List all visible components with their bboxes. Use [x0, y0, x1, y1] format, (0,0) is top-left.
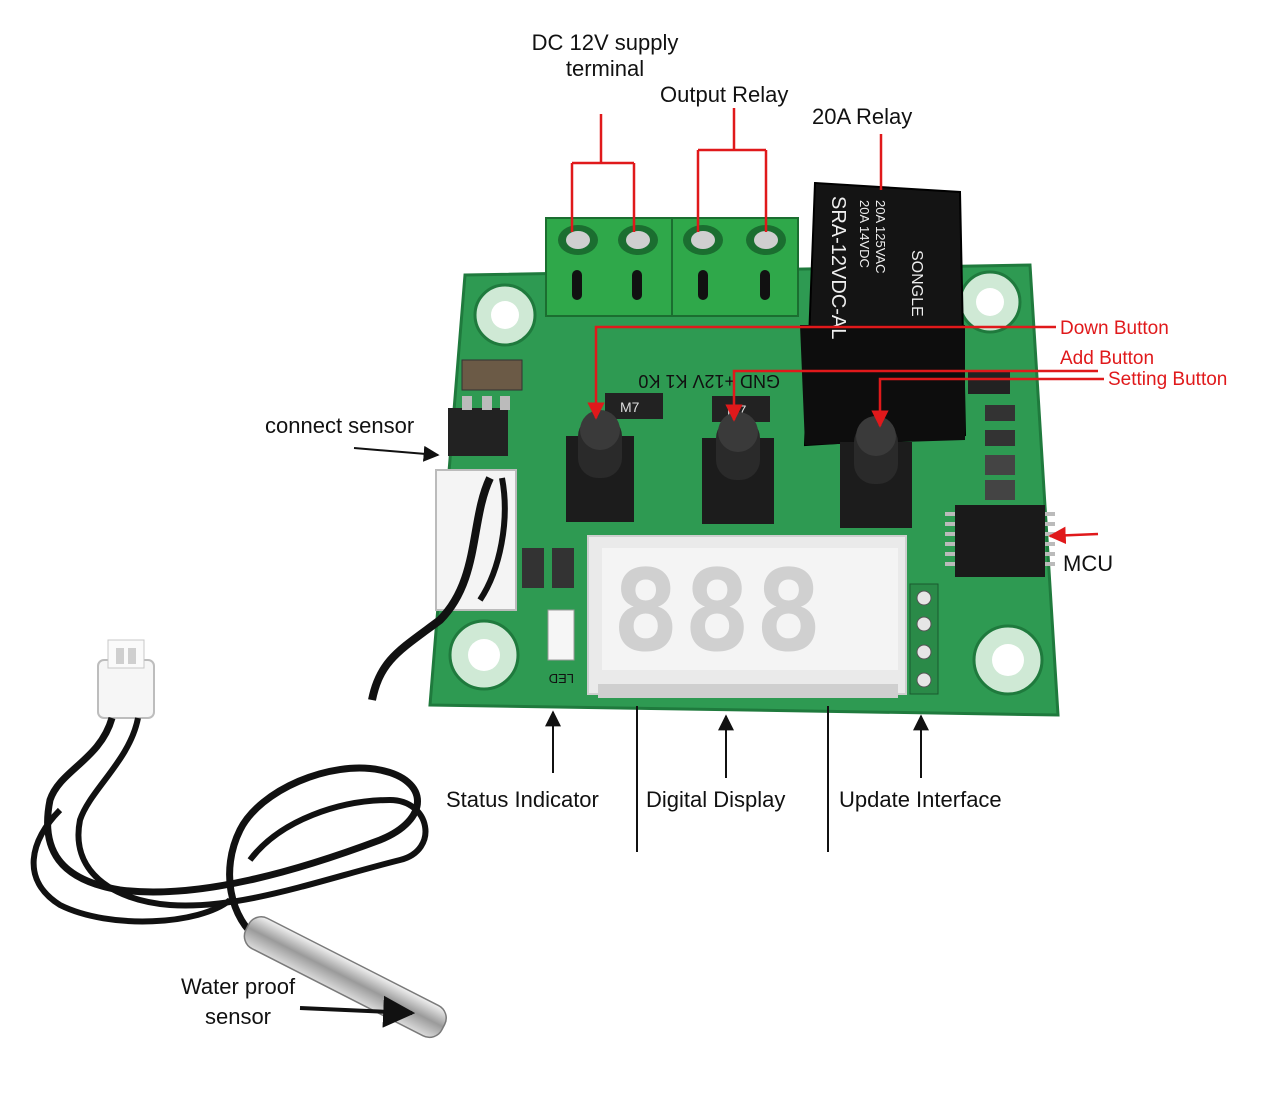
setting-button-leader — [871, 377, 1104, 428]
digital-display: 888 — [587, 535, 907, 698]
down-button-label: Down Button — [1060, 318, 1169, 339]
mcu-label: MCU — [1063, 551, 1114, 576]
relay-model-print: SRA-12VDC-AL — [827, 196, 849, 339]
setting-button-body — [840, 416, 912, 528]
resistor — [552, 548, 574, 588]
output-relay-label: Output Relay — [660, 82, 789, 107]
pcb-terminal-print: GND +12V K1 K0 — [638, 371, 780, 391]
connect-sensor-label: connect sensor — [265, 413, 415, 438]
led-print: LED — [549, 671, 574, 686]
resistor — [985, 405, 1015, 421]
capacitor — [985, 455, 1015, 475]
add-button-label: Add Button — [1060, 348, 1155, 369]
relay-20a-label: 20A Relay — [812, 104, 913, 129]
capacitor — [985, 480, 1015, 500]
add-button-leader — [725, 369, 1098, 422]
output-relay-terminal — [671, 217, 799, 317]
setting-button-label: Setting Button — [1108, 369, 1228, 390]
resistor — [985, 430, 1015, 446]
relay-20a: SRA-12VDC-AL 20A 14VDC 20A 125VAC SONGLE — [800, 181, 967, 447]
mcu-arrow — [1048, 526, 1099, 545]
relay-brand-print: SONGLE — [908, 250, 925, 317]
water-proof-sensor-label: Water proof sensor — [180, 974, 296, 1029]
connect-sensor-arrow — [353, 445, 440, 462]
diode-mark: M7 — [620, 399, 640, 415]
capacitor — [461, 359, 523, 391]
mcu-chip — [955, 505, 1045, 577]
down-button-leader — [587, 325, 1056, 420]
relay-rating-print: 20A 14VDC — [857, 200, 872, 268]
transistor — [968, 370, 1010, 394]
regulator-chip — [448, 408, 508, 456]
sensor-cable — [368, 476, 508, 701]
digital-display-label: Digital Display — [646, 787, 786, 812]
status-led — [547, 609, 575, 661]
display-bracket-lines — [636, 706, 829, 852]
add-button-body — [702, 412, 774, 524]
dc-supply-terminal-label: DC 12V supply terminal — [531, 30, 679, 81]
output-relay-leader — [696, 108, 768, 232]
dc-supply-leader — [570, 114, 636, 232]
dc-supply-terminal — [545, 217, 673, 317]
update-interface-label: Update Interface — [839, 787, 1002, 812]
update-interface-pads — [909, 583, 939, 695]
status-indicator-label: Status Indicator — [446, 787, 599, 812]
water-proof-sensor-arrow — [299, 995, 416, 1028]
diode — [605, 393, 663, 419]
relay-rating-print: 20A 125VAC — [873, 200, 888, 273]
resistor — [522, 548, 544, 588]
display-digits: 888 — [612, 547, 826, 677]
down-button-body — [566, 410, 634, 522]
